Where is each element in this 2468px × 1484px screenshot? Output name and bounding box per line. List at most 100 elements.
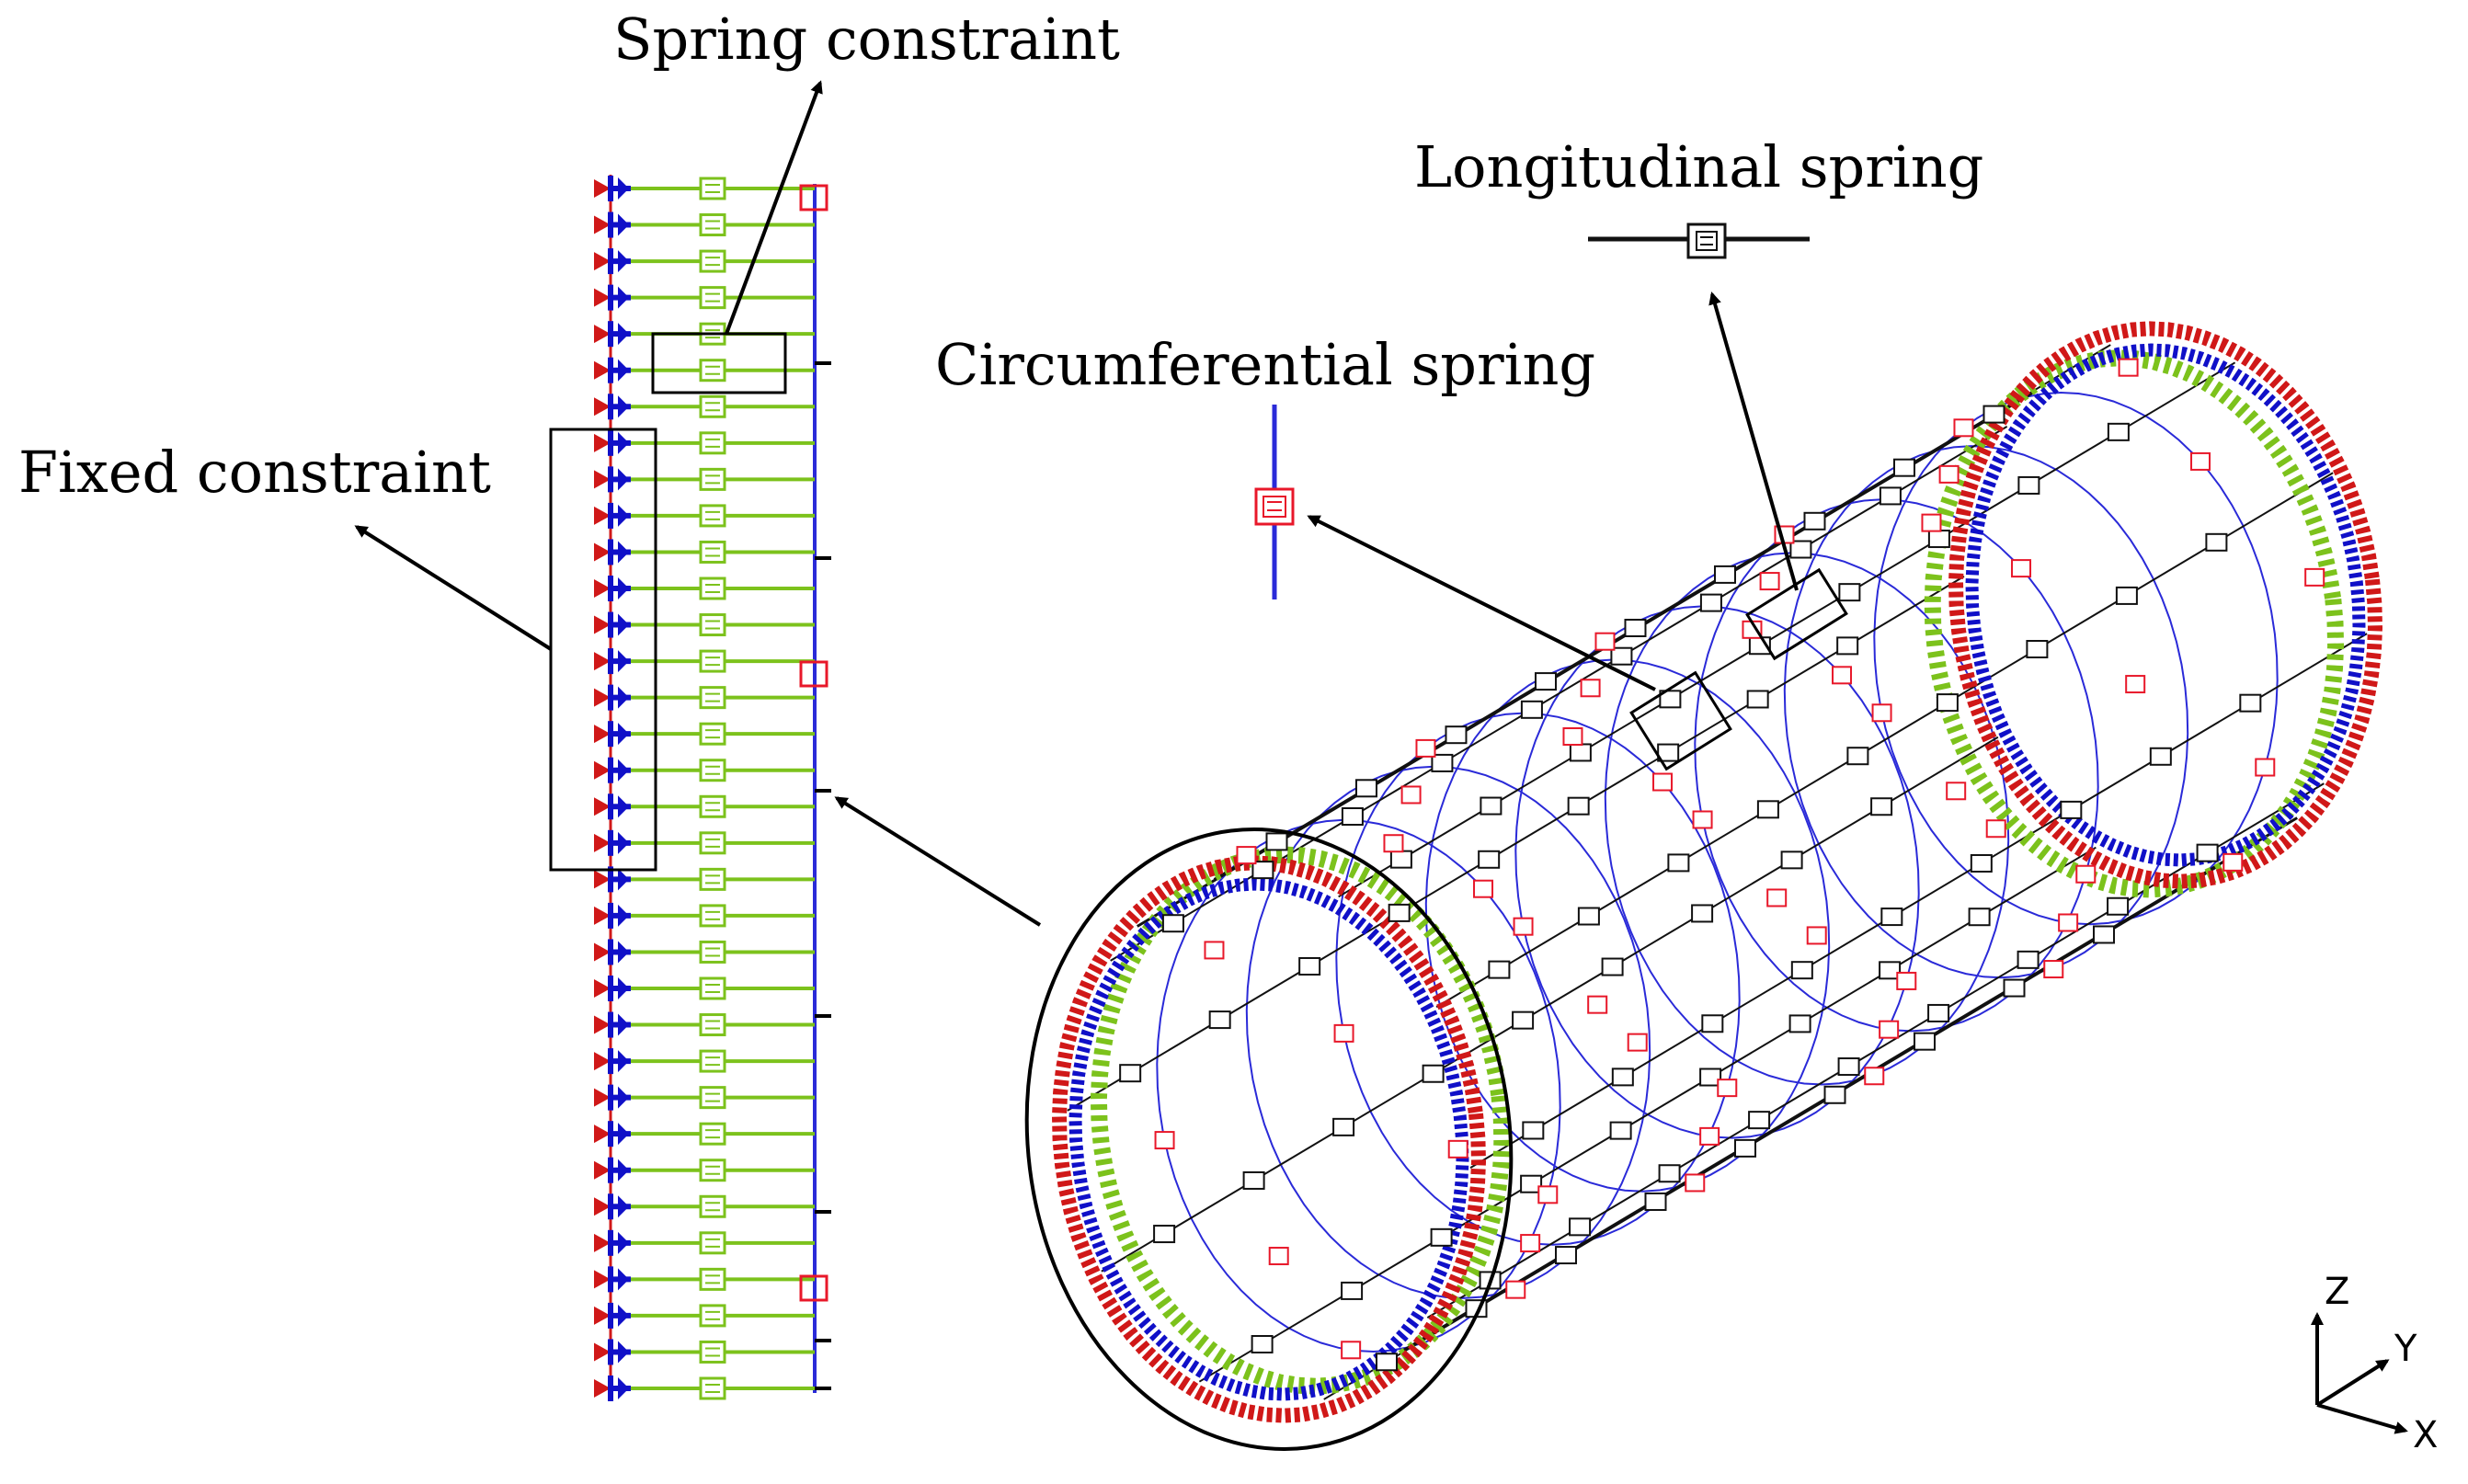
black-spring-box-icon bbox=[2239, 693, 2262, 713]
spring-coil-icon bbox=[705, 656, 720, 667]
red-spring-box-icon bbox=[2075, 864, 2097, 884]
red-spring-box-icon bbox=[2043, 960, 2064, 979]
black-spring-box-icon bbox=[1445, 725, 1468, 745]
strip-row bbox=[594, 176, 815, 201]
black-spring-box-icon bbox=[1789, 540, 1812, 559]
red-spring-box-icon bbox=[1864, 1067, 1885, 1086]
strip-row bbox=[594, 793, 815, 820]
circumferential-spring-arrow bbox=[1307, 515, 1656, 691]
strip-row bbox=[594, 248, 815, 275]
strip-row bbox=[594, 1229, 815, 1256]
spring-coil-icon bbox=[705, 765, 720, 775]
fixed-support-red-wedge bbox=[594, 433, 611, 452]
spring-coil-icon bbox=[705, 984, 720, 993]
fixed-support-blue-head bbox=[618, 1123, 629, 1146]
green-spring-box-icon bbox=[699, 286, 726, 310]
black-spring-box-icon bbox=[1555, 1246, 1578, 1265]
longitudinal-line bbox=[1338, 361, 2236, 898]
fixed-support-red-wedge bbox=[594, 506, 611, 525]
green-spring-box-icon bbox=[699, 1122, 726, 1146]
circumferential-spring-detail bbox=[1254, 405, 1295, 599]
red-spring-box-icon bbox=[2058, 913, 2079, 932]
red-spring-box-icon bbox=[1627, 1033, 1648, 1052]
black-spring-box-icon bbox=[1478, 850, 1501, 869]
black-spring-box-icon bbox=[1341, 807, 1364, 827]
fixed-support-blue-head bbox=[618, 1377, 629, 1399]
red-spring-box-icon bbox=[1871, 703, 1892, 723]
strip-row bbox=[594, 1339, 815, 1365]
spring-coil-icon bbox=[705, 1165, 720, 1175]
black-spring-box-icon bbox=[1691, 904, 1714, 923]
red-spring-box-icon bbox=[1447, 1139, 1468, 1159]
black-spring-box-icon bbox=[1161, 914, 1184, 933]
strip-rows bbox=[594, 176, 815, 1401]
green-spring-box-icon bbox=[699, 249, 726, 273]
fixed-support-red-wedge bbox=[594, 1197, 611, 1216]
fixed-support-blue-head bbox=[618, 213, 629, 236]
circumferential-highlight-box bbox=[1629, 670, 1732, 771]
fixed-support-blue-head bbox=[618, 831, 629, 854]
fixed-support-icon bbox=[594, 611, 631, 638]
green-spring-box-icon bbox=[699, 976, 726, 1000]
black-spring-box-icon bbox=[1522, 1121, 1545, 1140]
fixed-support-blue-head bbox=[618, 723, 629, 746]
green-spring-box-icon bbox=[699, 1231, 726, 1255]
end-rings bbox=[1051, 321, 2383, 1423]
longitudinal-line bbox=[1067, 575, 1965, 1112]
spring-coil-icon bbox=[705, 438, 720, 448]
black-spring-box-icon bbox=[1520, 700, 1543, 719]
strip-row bbox=[594, 684, 815, 711]
black-spring-box-icon bbox=[1659, 690, 1682, 709]
red-spring-box-icon bbox=[2255, 758, 2276, 777]
fixed-support-icon bbox=[594, 829, 631, 856]
red-spring-box-icon bbox=[1341, 1341, 1362, 1360]
x-axis bbox=[2316, 1403, 2408, 1434]
red-spring-box-icon bbox=[1759, 572, 1780, 591]
red-spring-box-icon bbox=[2011, 559, 2032, 578]
spring-coil-icon bbox=[705, 1020, 720, 1030]
red-spring-box-icon bbox=[1938, 464, 1960, 484]
fixed-support-red-wedge bbox=[594, 797, 611, 816]
spring-coil-icon bbox=[705, 1202, 720, 1212]
spring-coil-icon bbox=[705, 365, 720, 375]
green-spring-box-icon bbox=[699, 467, 726, 491]
green-spring-box-icon bbox=[699, 686, 726, 710]
fixed-support-blue-head bbox=[618, 686, 629, 709]
green-spring-box-icon bbox=[699, 431, 726, 455]
strip-red-markers bbox=[799, 184, 828, 1302]
strip-row bbox=[594, 502, 815, 529]
green-spring-box-icon bbox=[699, 1013, 726, 1037]
red-spring-box-icon bbox=[2222, 852, 2244, 872]
black-spring-box-icon bbox=[1265, 832, 1288, 851]
z-axis-label: Z bbox=[2325, 1271, 2349, 1313]
spring-coil-icon bbox=[705, 547, 720, 557]
fixed-support-blue-head bbox=[618, 1086, 629, 1109]
fixed-support-icon bbox=[594, 211, 631, 238]
black-spring-box-icon bbox=[1430, 1227, 1453, 1247]
black-spring-box-icon bbox=[2107, 896, 2130, 916]
red-spring-box-icon bbox=[799, 660, 828, 688]
black-spring-box-icon bbox=[1298, 956, 1321, 976]
red-spring-box-icon bbox=[1832, 666, 1853, 685]
black-spring-box-icon bbox=[1880, 908, 1903, 927]
blue-fixed-ring bbox=[1965, 343, 2366, 867]
strip-row bbox=[594, 1121, 815, 1147]
fixed-support-blue-head bbox=[618, 177, 629, 200]
spring-coil-icon bbox=[705, 1310, 720, 1320]
black-spring-box-icon bbox=[1569, 1217, 1592, 1237]
black-spring-box-icon bbox=[1624, 618, 1647, 637]
black-spring-box-icon bbox=[2115, 586, 2138, 605]
fixed-support-icon bbox=[594, 648, 631, 675]
fixed-support-blue-head bbox=[618, 1195, 629, 1218]
red-spring-box-icon bbox=[1415, 738, 1436, 758]
black-spring-box-icon bbox=[1488, 960, 1511, 979]
black-spring-box-icon bbox=[1927, 530, 1950, 549]
red-fixed-ring bbox=[1051, 855, 1487, 1423]
green-spring-box-icon bbox=[699, 1340, 726, 1364]
x-axis-label: X bbox=[2413, 1414, 2438, 1456]
green-spring-box-icon bbox=[699, 759, 726, 782]
fixed-support-red-wedge bbox=[594, 1052, 611, 1071]
fixed-support-icon bbox=[594, 684, 631, 711]
green-spring-box-icon bbox=[699, 831, 726, 855]
black-spring-box-icon bbox=[1657, 743, 1680, 762]
